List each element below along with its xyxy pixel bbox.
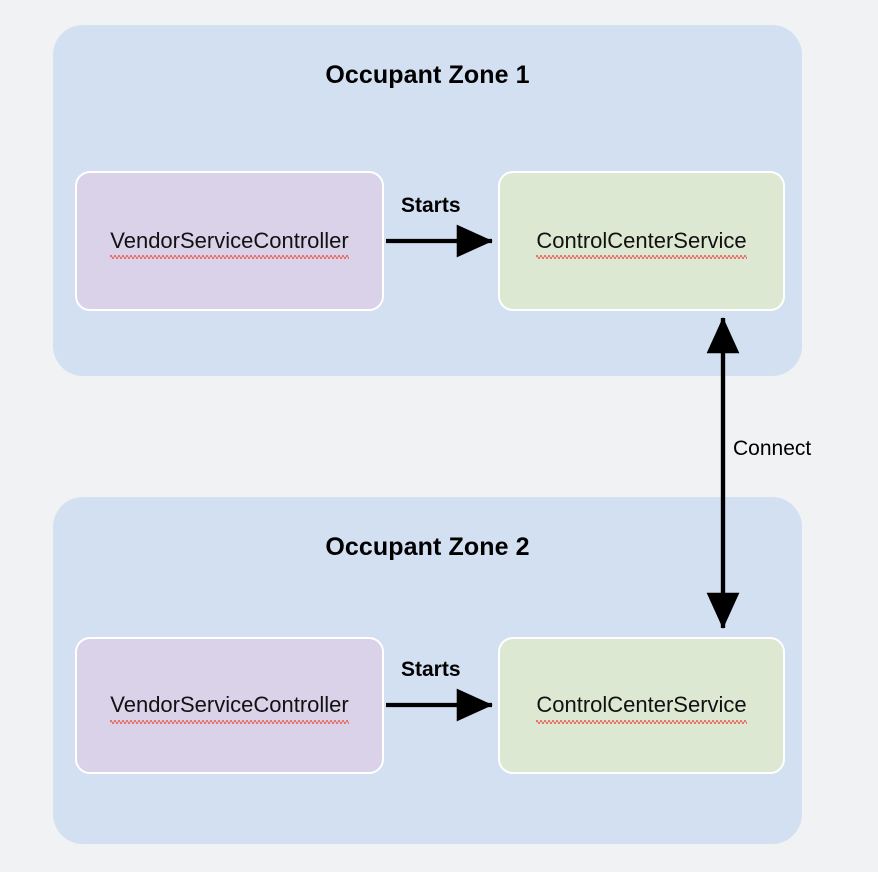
node-label-control-center-service-zone-1: ControlCenterService: [536, 227, 747, 260]
occupant-zone-1-title: Occupant Zone 1: [325, 61, 530, 89]
node-vendor-service-controller-zone-2[interactable]: VendorServiceController: [75, 637, 384, 774]
node-label-control-center-service-zone-2: ControlCenterService: [536, 692, 747, 724]
node-label-vendor-service-controller-zone-2: VendorServiceController: [110, 692, 350, 724]
node-control-center-service-zone-1[interactable]: ControlCenterService: [498, 171, 785, 311]
edge-label-starts-zone-1: Starts: [401, 194, 461, 217]
node-vendor-service-controller-zone-1[interactable]: VendorServiceController: [75, 171, 384, 311]
edge-label-starts-zone-2: Starts: [401, 658, 461, 681]
edge-label-connect: Connect: [733, 437, 812, 460]
node-label-vendor-service-controller-zone-1: VendorServiceController: [110, 227, 350, 260]
node-control-center-service-zone-2[interactable]: ControlCenterService: [498, 637, 785, 774]
occupant-zone-2-title: Occupant Zone 2: [325, 533, 530, 561]
